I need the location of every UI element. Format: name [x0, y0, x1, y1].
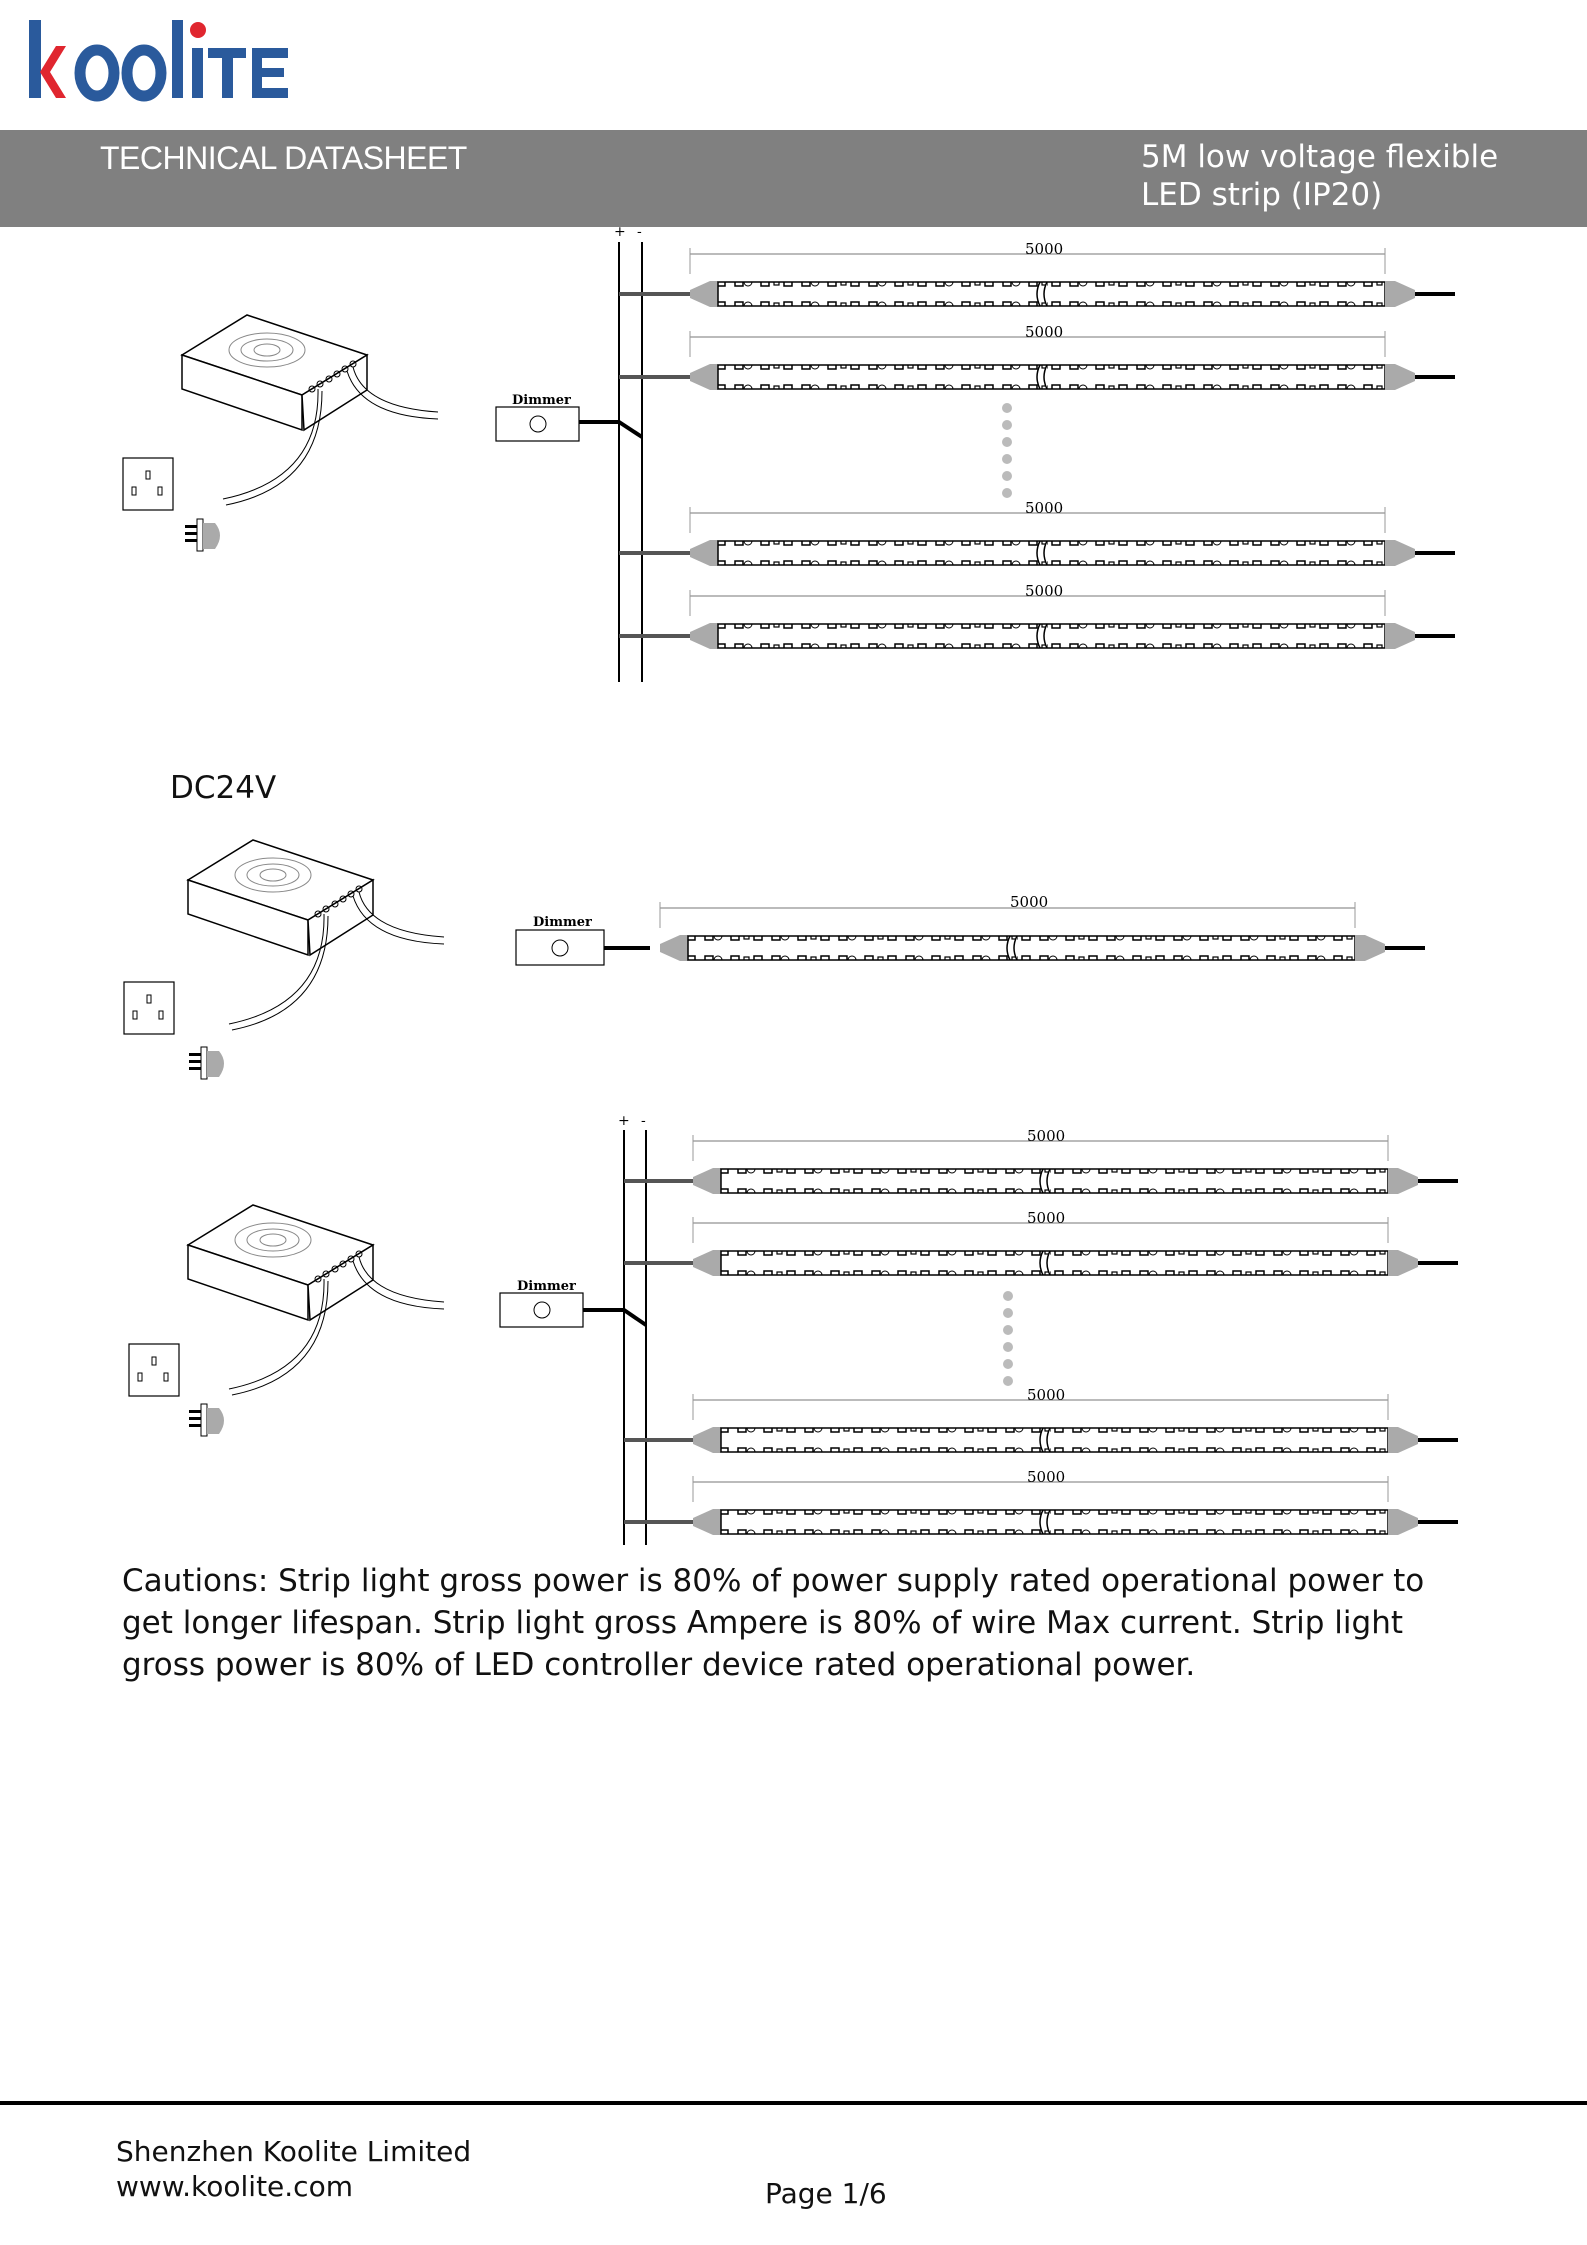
strip-length-label: 5000 [1025, 582, 1063, 600]
footer-divider [0, 2101, 1587, 2105]
power-plug-icon [185, 519, 220, 551]
product-title: 5M low voltage flexible LED strip (IP20) [1141, 138, 1498, 214]
plus-label: + [614, 227, 626, 240]
product-title-line1: 5M low voltage flexible [1141, 139, 1499, 175]
power-supply-icon [187, 1204, 445, 1396]
led-strip [691, 1474, 1460, 1537]
power-plug-icon [189, 1047, 224, 1079]
strip-length-label: 5000 [1010, 893, 1048, 911]
continuation-dots [1003, 1291, 1013, 1386]
plus-label: + [618, 1113, 630, 1129]
strip-length-label: 5000 [1025, 323, 1063, 341]
diagram-single-strip: Dimmer 5000 [124, 839, 1427, 1079]
dimmer-knob-icon [551, 939, 569, 957]
power-supply-icon [181, 314, 439, 506]
dimmer-box [515, 929, 605, 966]
header-band: TECHNICAL DATASHEET 5M low voltage flexi… [0, 130, 1587, 227]
strip-length-label: 5000 [1025, 499, 1063, 517]
page-number: Page 1/6 [765, 2177, 887, 2210]
wiring-diagrams: + - Dimmer 5000 5000 5000 5000 Dimme [0, 227, 1460, 1545]
strip-length-label: 5000 [1027, 1386, 1065, 1404]
led-strip [688, 329, 1457, 392]
strip-length-label: 5000 [1025, 240, 1063, 258]
strip-length-label: 5000 [1027, 1468, 1065, 1486]
dimmer-label: Dimmer [517, 1279, 576, 1294]
koolite-logo [26, 18, 316, 106]
cautions-text: Cautions: Strip light gross power is 80%… [122, 1563, 1425, 1683]
diagram-multi-strip-2: + - Dimmer 5000 5000 5000 5000 [129, 1113, 1460, 1545]
wall-outlet-icon [123, 458, 173, 510]
wall-outlet-icon [124, 982, 174, 1034]
strip-length-label: 5000 [1027, 1127, 1065, 1145]
led-strip [691, 1392, 1460, 1455]
power-plug-icon [189, 1404, 224, 1436]
document-type: TECHNICAL DATASHEET [100, 140, 467, 176]
led-strip [688, 246, 1457, 309]
footer-company: Shenzhen Koolite Limited [116, 2135, 472, 2168]
dimmer-knob-icon [529, 415, 547, 433]
wall-outlet-icon [129, 1344, 179, 1396]
power-supply-icon [187, 839, 445, 1031]
footer-website-link[interactable]: www.koolite.com [116, 2170, 353, 2203]
dimmer-box [499, 1292, 584, 1328]
led-strip [691, 1133, 1460, 1196]
led-strip [688, 588, 1457, 651]
dimmer-label: Dimmer [533, 915, 592, 930]
minus-label: - [637, 227, 642, 240]
dimmer-box [495, 406, 580, 442]
diagram-multi-strip-1: + - Dimmer 5000 5000 5000 5000 [123, 227, 1457, 682]
strip-length-label: 5000 [1027, 1209, 1065, 1227]
dimmer-label: Dimmer [512, 393, 571, 408]
led-strip [691, 1215, 1460, 1278]
continuation-dots [1002, 403, 1012, 498]
led-strip [688, 505, 1457, 568]
dimmer-knob-icon [533, 1301, 551, 1319]
minus-label: - [641, 1113, 646, 1129]
product-title-line2: LED strip (IP20) [1141, 177, 1383, 213]
voltage-label: DC24V [170, 770, 277, 806]
